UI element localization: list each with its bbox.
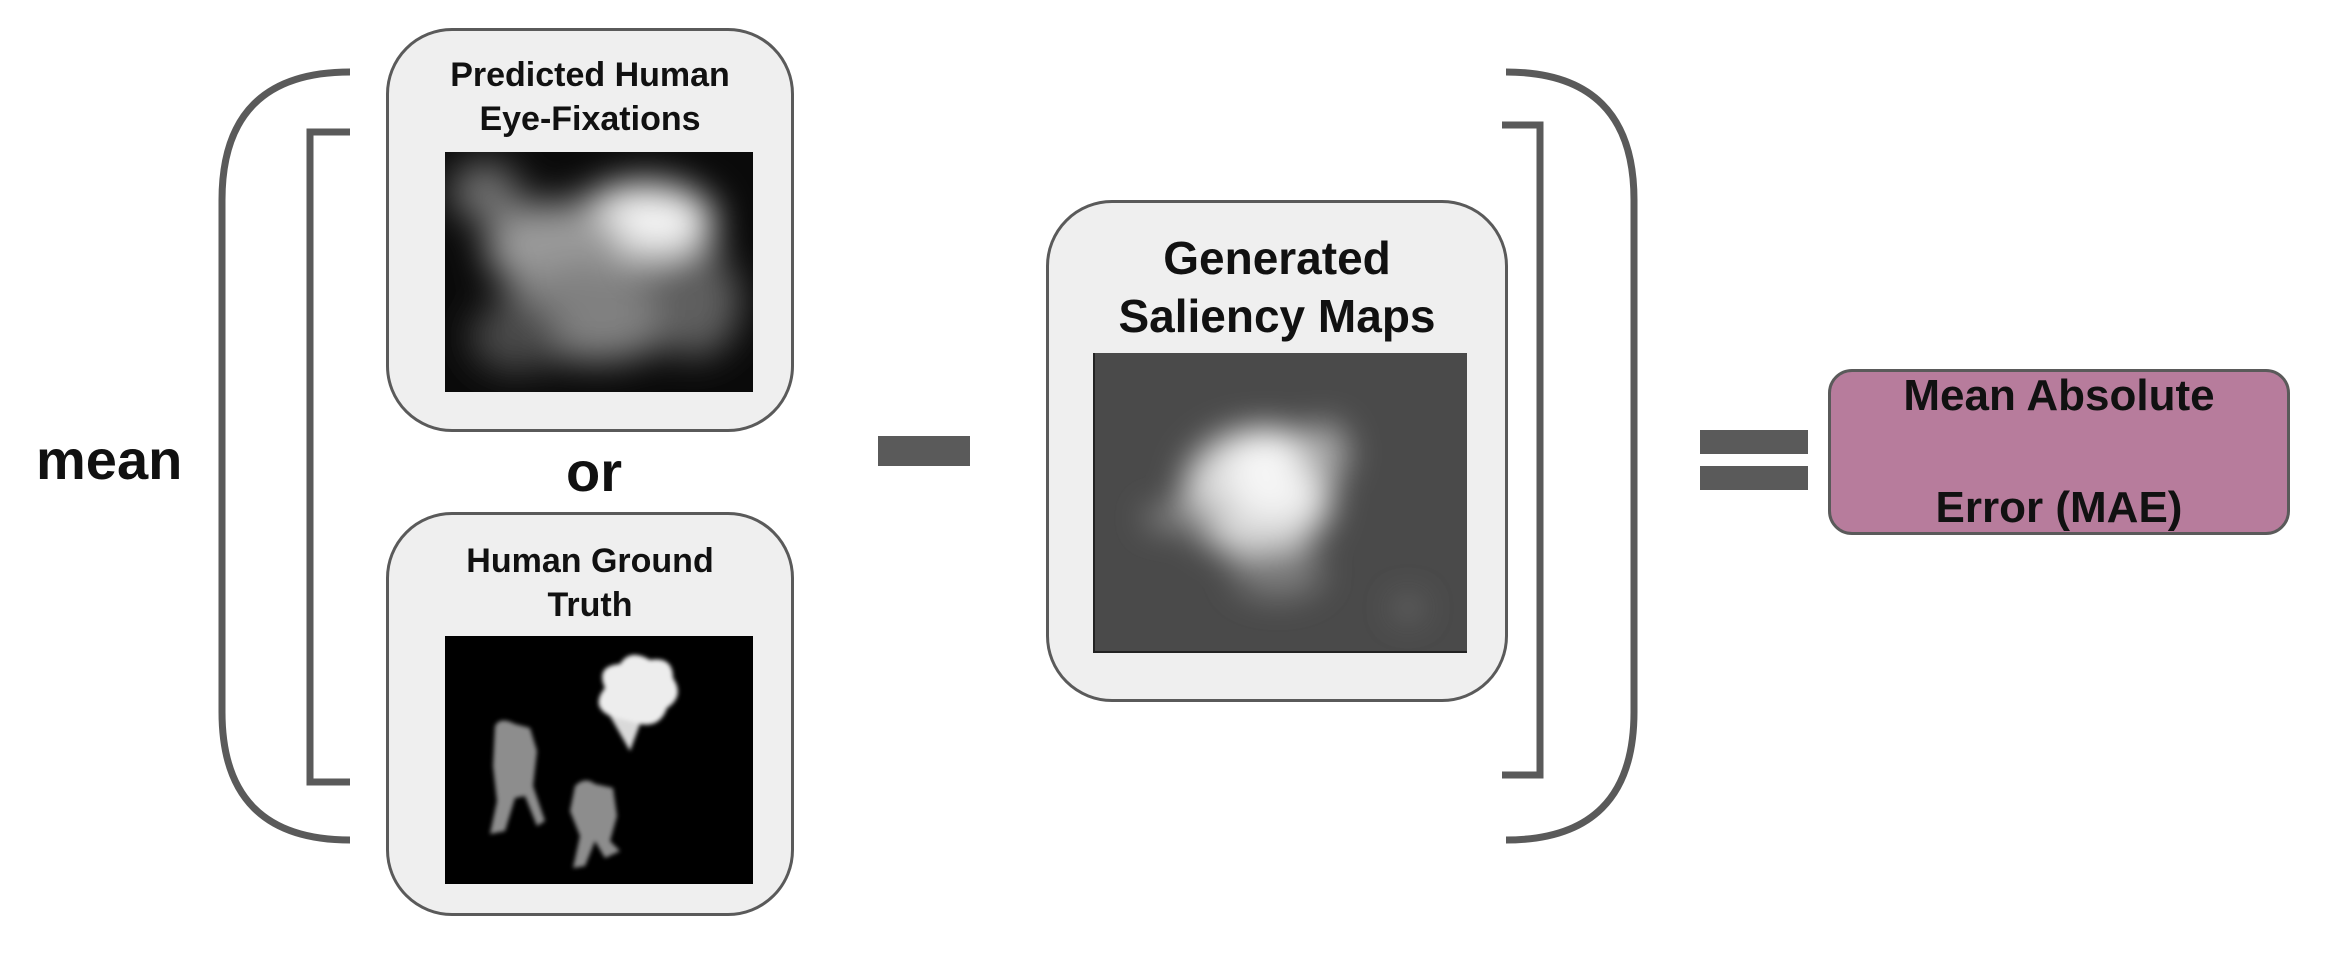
generated-saliency-title-line1: Generated — [1163, 232, 1391, 284]
equals-sign-top — [1700, 430, 1808, 454]
mae-result-label: Mean Absolute Error (MAE) — [1831, 312, 2287, 592]
predicted-fixations-title: Predicted Human Eye-Fixations — [389, 53, 791, 141]
right-square-bracket — [1502, 121, 1544, 779]
predicted-fixations-title-line2: Eye-Fixations — [479, 100, 701, 138]
predicted-fixations-card: Predicted Human Eye-Fixations — [386, 28, 794, 432]
ground-truth-title: Human Ground Truth — [389, 539, 791, 627]
minus-sign — [878, 436, 970, 466]
equals-sign-bottom — [1700, 466, 1808, 490]
predicted-fixations-title-line1: Predicted Human — [450, 56, 730, 94]
mean-label: mean — [36, 428, 183, 491]
right-parenthesis — [1505, 68, 1638, 844]
ground-truth-mask-image — [445, 636, 753, 884]
mae-result-box: Mean Absolute Error (MAE) — [1828, 369, 2290, 535]
generated-saliency-title-line2: Saliency Maps — [1118, 290, 1436, 342]
left-square-bracket — [306, 128, 350, 786]
generated-saliency-card: Generated Saliency Maps — [1046, 200, 1508, 702]
generated-saliency-map-image — [1093, 353, 1467, 653]
mae-result-line1: Mean Absolute — [1903, 371, 2215, 420]
or-label: or — [566, 440, 622, 503]
mae-result-line2: Error (MAE) — [1935, 483, 2183, 532]
left-parenthesis — [218, 68, 351, 844]
predicted-fixation-map-image — [445, 152, 753, 392]
generated-saliency-title: Generated Saliency Maps — [1049, 229, 1505, 345]
ground-truth-title-line2: Truth — [547, 586, 633, 624]
ground-truth-card: Human Ground Truth — [386, 512, 794, 916]
ground-truth-title-line1: Human Ground — [466, 542, 714, 580]
